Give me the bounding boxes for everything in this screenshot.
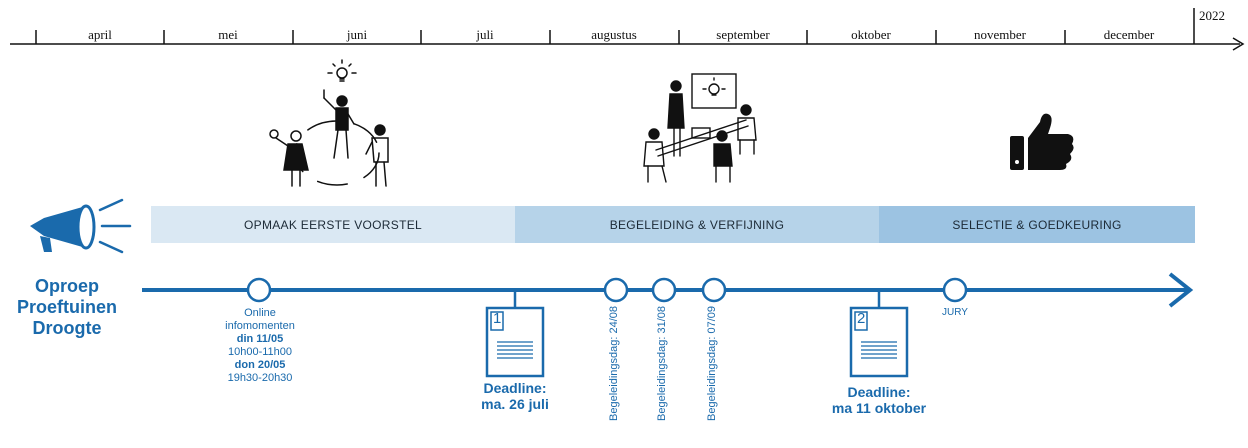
deadline-1-label: Deadline: ma. 26 juli — [465, 380, 565, 412]
jury-label: JURY — [942, 307, 968, 318]
info-line-5: don 20/05 — [234, 359, 286, 371]
info-line-4: 10h00-11h00 — [227, 346, 293, 358]
milestone-jury — [942, 277, 968, 303]
deadline-2-number: 2 — [857, 310, 866, 327]
document-icon — [849, 306, 909, 378]
milestone-begeleidingsdag-3 — [701, 277, 727, 303]
deadline-2-line-1: Deadline: — [847, 384, 911, 400]
title-line-3: Droogte — [32, 318, 102, 338]
workshop-people-icon — [643, 73, 757, 183]
thumbs-up-icon — [1010, 113, 1074, 170]
main-timeline — [142, 272, 1194, 378]
brainstorm-people-icon — [269, 59, 389, 187]
phase-selectie-goedkeuring: SELECTIE & GOEDKEURING — [879, 206, 1195, 243]
begeleidingsdag-label-1: Begeleidingsdag: 24/08 — [608, 306, 620, 421]
phase-begeleiding-verfijning: BEGELEIDING & VERFIJNING — [515, 206, 879, 243]
document-icon — [485, 306, 545, 378]
megaphone-icon — [30, 198, 132, 254]
info-line-1: Online — [244, 307, 276, 319]
deadline-1-number: 1 — [493, 310, 502, 327]
month-ruler — [10, 8, 1245, 51]
month-augustus: augustus — [591, 27, 637, 42]
milestone-begeleidingsdag-1 — [603, 277, 629, 303]
month-juli: juli — [476, 27, 494, 42]
month-oktober: oktober — [851, 27, 891, 42]
info-line-6: 19h30-20h30 — [227, 372, 293, 384]
ruler-ticks — [35, 8, 1195, 44]
month-november: november — [974, 27, 1026, 42]
month-september: september — [716, 27, 770, 42]
phase-opmaak-eerste-voorstel: OPMAAK EERSTE VOORSTEL — [151, 206, 515, 243]
deadline-1-line-1: Deadline: — [483, 380, 547, 396]
deadline-2-line-2: ma 11 oktober — [831, 400, 927, 416]
info-line-3: din 11/05 — [236, 333, 284, 345]
deadline-1-line-2: ma. 26 juli — [481, 396, 549, 412]
month-april: april — [88, 27, 112, 42]
infomoment-text: Online infomomenten din 11/05 10h00-11h0… — [200, 307, 320, 385]
year-label: 2022 — [1199, 8, 1225, 23]
deadline-2-label: Deadline: ma 11 oktober — [819, 384, 939, 416]
title-line-1: Oproep — [34, 276, 99, 296]
month-juni: juni — [346, 27, 368, 42]
begeleidingsdag-label-3: Begeleidingsdag: 07/09 — [706, 306, 718, 421]
timeline-arrow — [1168, 272, 1194, 308]
page-title: Oproep Proeftuinen Droogte — [4, 276, 130, 339]
ruler-arrow — [1232, 37, 1245, 51]
month-december: december — [1103, 27, 1155, 42]
milestone-infomoment — [246, 277, 272, 303]
title-line-2: Proeftuinen — [16, 297, 117, 317]
info-line-2: infomomenten — [225, 320, 295, 332]
month-mei: mei — [218, 27, 238, 42]
begeleidingsdag-label-2: Begeleidingsdag: 31/08 — [656, 306, 668, 421]
milestone-begeleidingsdag-2 — [651, 277, 677, 303]
